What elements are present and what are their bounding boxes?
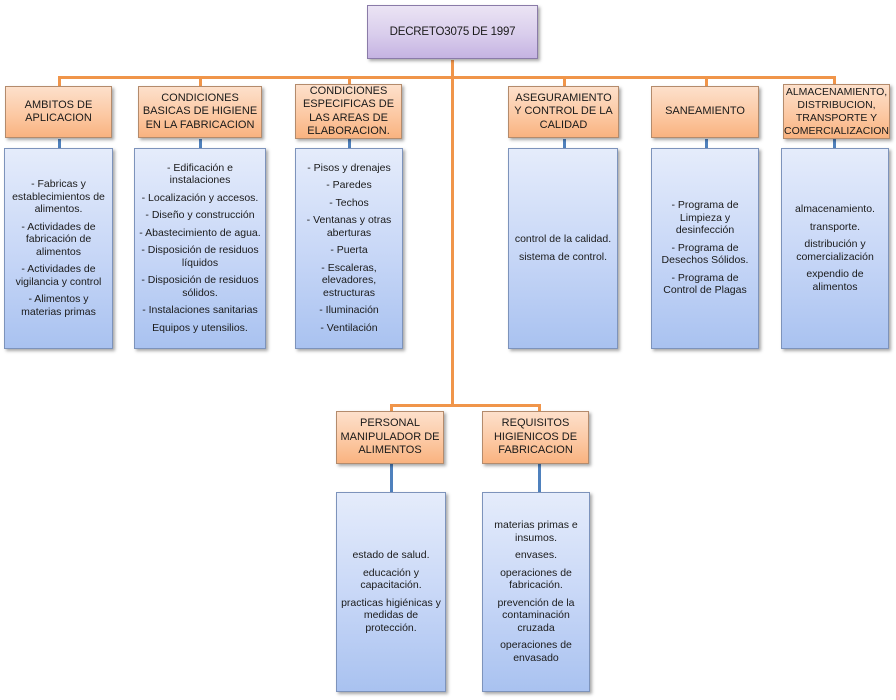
detail-item: - Actividades de fabricación de alimento… [21,220,96,258]
detail-item: expendio de alimentos [806,268,864,293]
detail-link-saneamiento [705,139,708,148]
detail-item: prevención de la contaminación cruzada [497,596,575,634]
connector-aseguramiento [563,76,566,86]
detail-node-condiciones-basicas: - Edificación e instalaciones - Localiza… [134,148,266,349]
detail-item: control de la calidad. [514,233,612,245]
root-node: DECRETO3075 DE 1997 [367,5,538,59]
detail-item: - Ventanas y otras aberturas [306,214,392,239]
detail-item: - Alimentos y materias primas [21,293,96,318]
category-node-almacenamiento: ALMACENAMIENTO, DISTRIBUCION, TRANSPORTE… [783,84,890,139]
detail-link-ambitos [58,139,61,148]
detail-node-requisitos: materias primas e insumos. envases. oper… [482,492,590,692]
connector-ambitos [58,76,61,86]
category-node-condiciones-basicas: CONDICIONES BASICAS DE HIGIENE EN LA FAB… [138,86,262,138]
category-title: CONDICIONES ESPECIFICAS DE LAS AREAS DE … [302,84,395,138]
detail-item: materias primas e insumos. [494,519,578,544]
detail-link-aseguramiento [563,139,566,148]
category-title: PERSONAL MANIPULADOR DE ALIMENTOS [340,417,440,457]
detail-item: - Programa de Desechos Sólidos. [661,241,749,267]
detail-item: practicas higiénicas y medidas de protec… [341,596,441,634]
detail-node-aseguramiento: control de la calidad. sistema de contro… [508,148,618,349]
category-node-saneamiento: SANEAMIENTO [651,86,759,138]
top-level-bus [58,76,835,79]
detail-item: - Programa de Control de Plagas [663,271,747,297]
detail-item: - Instalaciones sanitarias [142,304,258,317]
detail-item: - Techos [329,196,369,209]
detail-node-saneamiento: - Programa de Limpieza y desinfección - … [651,148,759,349]
connector-almacenamiento [833,76,836,84]
detail-item: estado de salud. [352,549,430,561]
detail-item: - Pisos y drenajes [307,161,391,174]
root-connector-vertical [451,60,454,406]
detail-item: - Localización y accesos. [141,191,259,204]
connector-saneamiento [705,76,708,86]
category-title: ASEGURAMIENTO Y CONTROL DE LA CALIDAD [514,91,613,131]
detail-item: envases. [514,549,558,561]
category-title: SANEAMIENTO [665,105,745,118]
detail-item: Equipos y utensilios. [152,321,248,334]
detail-link-almacenamiento [833,139,836,148]
detail-item: transporte. [809,220,861,233]
connector-condiciones-basicas [199,76,202,86]
category-title: AMBITOS DE APLICACION [24,98,93,125]
detail-item: - Programa de Limpieza y desinfección [671,199,739,237]
detail-node-condiciones-especificas: - Pisos y drenajes - Paredes - Techos - … [295,148,403,349]
detail-node-personal: estado de salud. educación y capacitació… [336,492,446,692]
category-node-ambitos: AMBITOS DE APLICACION [5,86,112,138]
detail-item: - Edificación e instalaciones [167,161,233,187]
root-title: DECRETO3075 DE 1997 [389,26,516,38]
detail-link-condiciones-especificas [348,139,351,148]
detail-item: - Puerta [330,244,368,257]
detail-item: - Fabricas y establecimientos de aliment… [12,178,105,215]
connector-requisitos [538,404,541,412]
detail-item: operaciones de fabricación. [500,566,572,592]
category-title: CONDICIONES BASICAS DE HIGIENE EN LA FAB… [142,91,258,131]
detail-link-condiciones-basicas [199,139,202,148]
detail-item: - Ventilación [320,321,378,334]
detail-item: - Paredes [326,179,372,192]
detail-link-requisitos [538,464,541,492]
detail-item: - Iluminación [319,304,379,317]
second-level-bus [390,404,541,407]
detail-item: sistema de control. [518,250,608,263]
detail-item: - Diseño y construcción [145,209,255,222]
detail-item: - Actividades de vigilancia y control [15,263,102,288]
category-node-aseguramiento: ASEGURAMIENTO Y CONTROL DE LA CALIDAD [508,86,619,138]
detail-item: almacenamiento. [795,203,875,215]
detail-item: - Disposición de residuos sólidos. [141,274,259,299]
detail-item: distribución y comercialización [796,238,874,263]
connector-condiciones-especificas [348,76,351,84]
category-node-requisitos: REQUISITOS HIGIENICOS DE FABRICACION [482,411,589,464]
connector-personal [390,404,393,412]
detail-item: educación y capacitación. [360,566,422,592]
category-node-condiciones-especificas: CONDICIONES ESPECIFICAS DE LAS AREAS DE … [295,84,402,139]
detail-item: - Disposición de residuos líquidos [141,244,259,269]
category-title: ALMACENAMIENTO, DISTRIBUCION, TRANSPORTE… [784,85,890,137]
detail-node-almacenamiento: almacenamiento. transporte. distribución… [781,148,889,349]
detail-item: - Abastecimiento de agua. [139,226,261,239]
detail-item: operaciones de envasado [500,639,572,664]
category-title: REQUISITOS HIGIENICOS DE FABRICACION [493,417,578,457]
category-node-personal: PERSONAL MANIPULADOR DE ALIMENTOS [336,411,444,464]
detail-link-personal [390,464,393,492]
detail-node-ambitos: - Fabricas y establecimientos de aliment… [4,148,113,349]
detail-item: - Escaleras, elevadores, estructuras [321,261,377,299]
